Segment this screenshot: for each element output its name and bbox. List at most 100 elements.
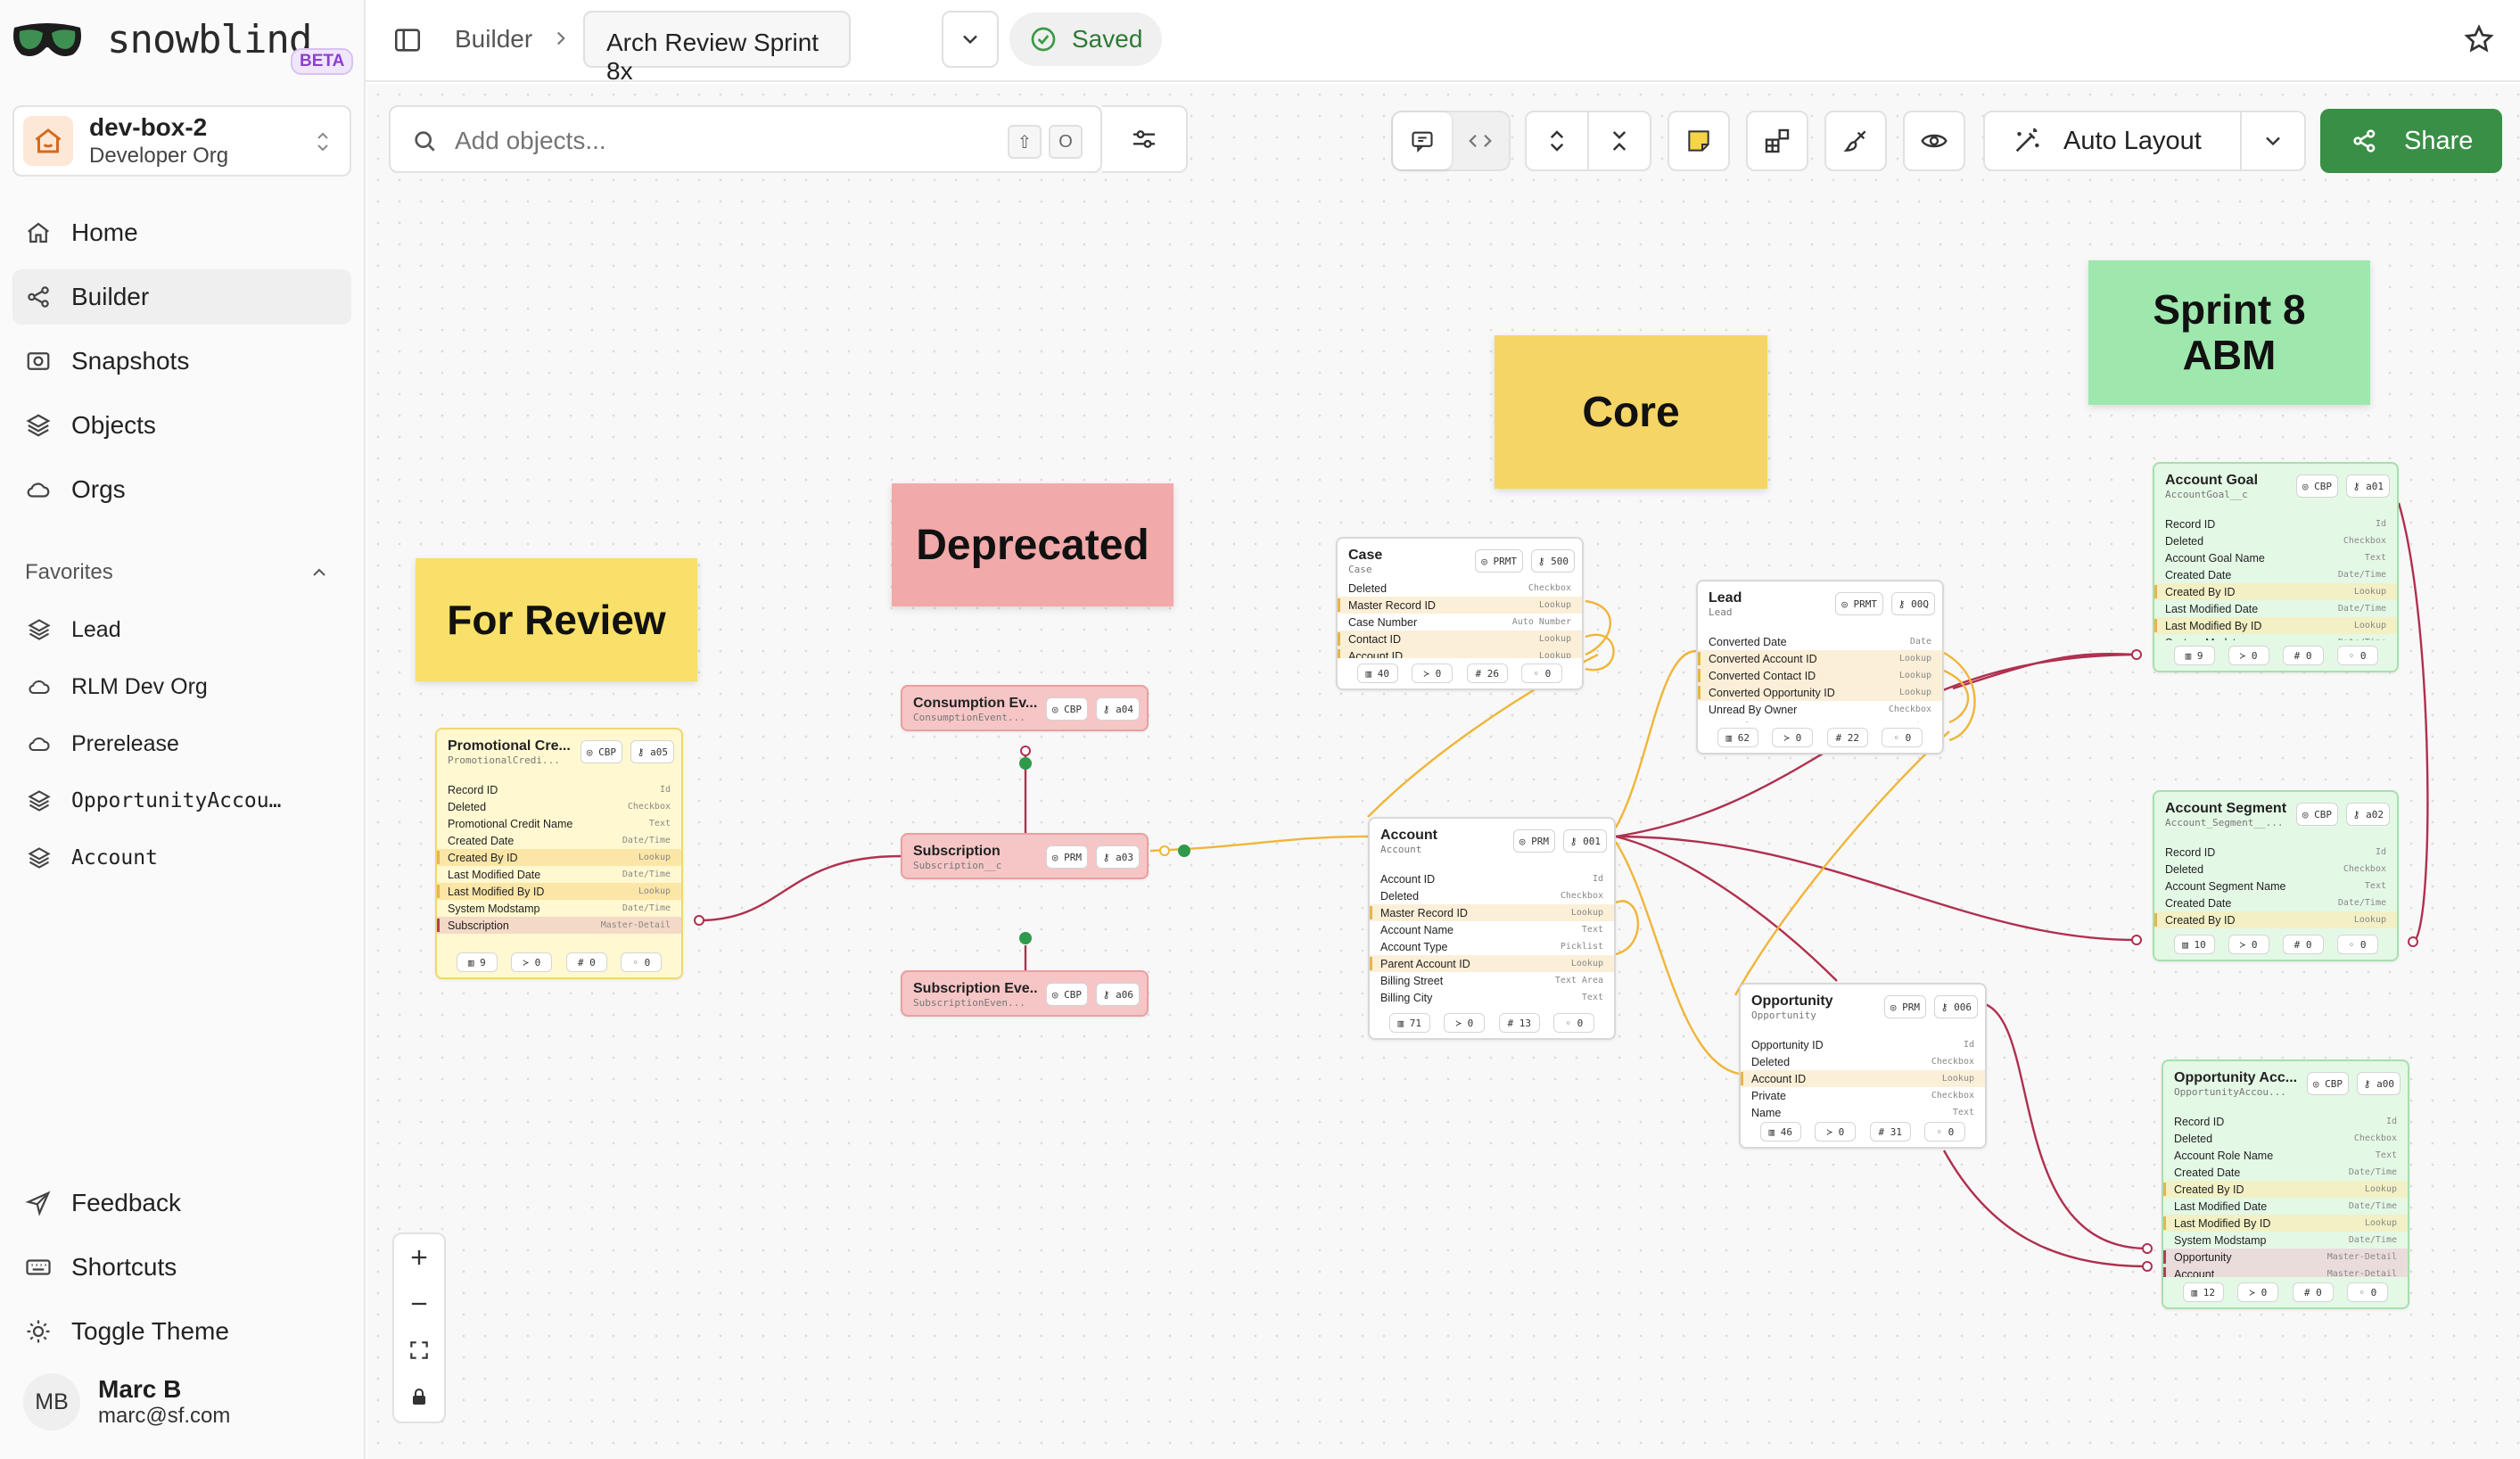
code-view-button[interactable] <box>1452 112 1509 169</box>
fit-view-button[interactable] <box>394 1327 444 1373</box>
nav-snapshots[interactable]: Snapshots <box>12 334 351 389</box>
object-node-consumption[interactable]: Consumption Ev...ConsumptionEvent...◎ CB… <box>901 685 1149 731</box>
theme-brush-button[interactable] <box>1824 111 1887 171</box>
object-node-oppacc[interactable]: Opportunity Acc...OpportunityAccou...◎ C… <box>2162 1059 2409 1309</box>
sticky-note-deprecated[interactable]: Deprecated <box>892 483 1174 606</box>
nav-toggle-theme[interactable]: Toggle Theme <box>12 1304 351 1359</box>
org-switcher[interactable]: dev-box-2 Developer Org <box>12 105 351 177</box>
object-node-promo[interactable]: Promotional Cre...PromotionalCredi...◎ C… <box>435 728 683 979</box>
sticky-note-sprint[interactable]: Sprint 8 ABM <box>2088 260 2370 405</box>
collapse-all-button[interactable] <box>1587 111 1651 171</box>
lock-canvas-button[interactable] <box>394 1373 444 1420</box>
share-button[interactable]: Share <box>2320 109 2502 173</box>
add-note-button[interactable] <box>1668 111 1730 171</box>
favorite-rlm-dev-org[interactable]: RLM Dev Org <box>12 662 351 712</box>
sidebar-toggle-icon[interactable] <box>392 25 423 55</box>
node-header[interactable]: Consumption Ev...ConsumptionEvent...◎ CB… <box>902 687 1147 730</box>
zoom-in-button[interactable] <box>394 1234 444 1281</box>
add-objects-input[interactable] <box>455 127 918 155</box>
expand-all-button[interactable] <box>1525 111 1589 171</box>
node-header[interactable]: Promotional Cre...PromotionalCredi...◎ C… <box>437 730 681 776</box>
grid-layout-button[interactable] <box>1746 111 1808 171</box>
nav-orgs[interactable]: Orgs <box>12 462 351 517</box>
node-header[interactable]: Opportunity Acc...OpportunityAccou...◎ C… <box>2163 1061 2408 1108</box>
star-icon[interactable] <box>2463 23 2495 55</box>
document-name-field[interactable]: Arch Review Sprint 8x <box>583 11 851 85</box>
preview-button[interactable] <box>1903 111 1965 171</box>
favorite-prerelease[interactable]: Prerelease <box>12 719 351 769</box>
nav-home[interactable]: Home <box>12 205 351 260</box>
nav-builder[interactable]: Builder <box>12 269 351 325</box>
sticky-note-for-review[interactable]: For Review <box>416 558 697 681</box>
filter-button[interactable] <box>1102 105 1188 173</box>
object-node-subevent[interactable]: Subscription Eve...SubscriptionEven...◎ … <box>901 970 1149 1017</box>
favorite-lead[interactable]: Lead <box>12 605 351 655</box>
nav-shortcuts[interactable]: Shortcuts <box>12 1240 351 1295</box>
comment-view-button[interactable] <box>1393 112 1452 169</box>
nav-objects[interactable]: Objects <box>12 398 351 453</box>
auto-layout-button[interactable]: Auto Layout <box>1983 111 2242 171</box>
brand-logo[interactable]: snowblind <box>11 12 312 66</box>
sticky-note-core[interactable]: Core <box>1495 335 1767 489</box>
node-header[interactable]: Subscription Eve...SubscriptionEven...◎ … <box>902 972 1147 1015</box>
nav-feedback[interactable]: Feedback <box>12 1175 351 1231</box>
